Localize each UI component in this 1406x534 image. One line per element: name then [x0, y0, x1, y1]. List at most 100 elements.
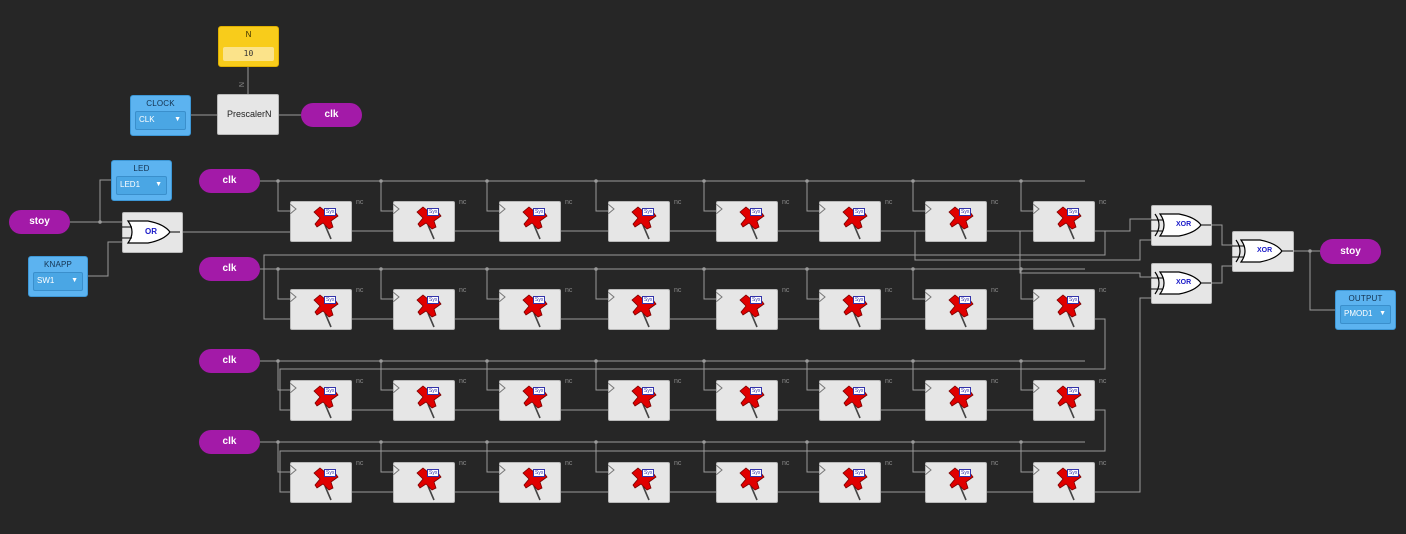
syx-flipflop-module[interactable]: Syx [925, 380, 987, 421]
clock-branch-wire [380, 269, 393, 300]
syx-flipflop-module[interactable]: Syx [1033, 380, 1095, 421]
syx-flipflop-module[interactable]: Syx [716, 201, 778, 242]
wire-junction [379, 267, 383, 271]
stoy-input-label[interactable]: stoy [9, 210, 70, 234]
syx-flipflop-module[interactable]: Syx [290, 201, 352, 242]
syx-flipflop-module[interactable]: Syx [925, 201, 987, 242]
syx-flipflop-module[interactable]: Syx [499, 462, 561, 503]
syx-flipflop-module[interactable]: Syx [393, 380, 455, 421]
constant-n-block[interactable]: N 10 [218, 26, 279, 67]
syx-flipflop-module[interactable]: Syx [1033, 201, 1095, 242]
syx-flipflop-module[interactable]: Syx [1033, 462, 1095, 503]
syx-flipflop-module[interactable]: Syx [819, 201, 881, 242]
syx-badge: Syx [750, 469, 763, 477]
clk-input-label-row1[interactable]: clk [199, 169, 260, 193]
clk-output-label[interactable]: clk [301, 103, 362, 127]
clock-input-marker-icon [925, 383, 932, 393]
clock-pin-select[interactable]: CLK▼ [135, 111, 186, 130]
not-connected-label: nc [459, 378, 467, 385]
or-gate[interactable]: OR [122, 212, 183, 253]
prescaler-block[interactable]: PrescalerN [217, 94, 279, 135]
clock-input-marker-icon [608, 292, 615, 302]
syx-flipflop-module[interactable]: Syx [393, 462, 455, 503]
syx-flipflop-module[interactable]: Syx [499, 380, 561, 421]
not-connected-label: nc [885, 199, 893, 206]
syx-flipflop-module[interactable]: Syx [716, 289, 778, 330]
wire-junction [911, 440, 915, 444]
syx-flipflop-module[interactable]: Syx [925, 462, 987, 503]
syx-badge: Syx [959, 208, 972, 216]
clk-input-label-row4[interactable]: clk [199, 430, 260, 454]
syx-badge: Syx [750, 387, 763, 395]
wire-junction [594, 267, 598, 271]
xor-gate-1[interactable]: XOR [1151, 205, 1212, 246]
clock-input-marker-icon [1033, 465, 1040, 475]
syx-flipflop-module[interactable]: Syx [393, 289, 455, 330]
knapp-input-block[interactable]: KNAPP SW1▼ [28, 256, 88, 297]
not-connected-label: nc [782, 378, 790, 385]
stoy-output-label[interactable]: stoy [1320, 239, 1381, 264]
syx-flipflop-module[interactable]: Syx [925, 289, 987, 330]
row3-to-row4-wire [279, 409, 1106, 493]
clock-input-marker-icon [925, 292, 932, 302]
clock-branch-wire [595, 181, 608, 212]
not-connected-label: nc [356, 199, 364, 206]
clock-input-marker-icon [716, 383, 723, 393]
wire-junction [379, 440, 383, 444]
xor-gate-3[interactable]: XOR [1232, 231, 1294, 272]
constant-value[interactable]: 10 [223, 47, 274, 61]
clock-input-marker-icon [393, 292, 400, 302]
xor-gate-icon [1232, 239, 1293, 263]
syx-flipflop-module[interactable]: Syx [393, 201, 455, 242]
led-pin-select[interactable]: LED1▼ [116, 176, 167, 195]
syx-flipflop-module[interactable]: Syx [290, 380, 352, 421]
not-connected-label: nc [459, 460, 467, 467]
or-gate-icon [122, 220, 180, 244]
led-pin-value: LED1 [120, 180, 141, 189]
wire-junction [702, 267, 706, 271]
clock-input-marker-icon [393, 383, 400, 393]
wire-junction [276, 359, 280, 363]
output-pin-value: PMOD1 [1344, 309, 1373, 318]
syx-flipflop-module[interactable]: Syx [608, 380, 670, 421]
syx-badge: Syx [853, 387, 866, 395]
led-output-block[interactable]: LED LED1▼ [111, 160, 172, 201]
syx-badge: Syx [750, 208, 763, 216]
syx-flipflop-module[interactable]: Syx [819, 289, 881, 330]
clock-input-block[interactable]: CLOCK CLK▼ [130, 95, 191, 136]
output-pin-select[interactable]: PMOD1▼ [1340, 305, 1391, 324]
syx-flipflop-module[interactable]: Syx [290, 462, 352, 503]
syx-badge: Syx [1067, 296, 1080, 304]
syx-flipflop-module[interactable]: Syx [716, 462, 778, 503]
syx-flipflop-module[interactable]: Syx [608, 289, 670, 330]
output-title: OUTPUT [1348, 294, 1383, 303]
output-block[interactable]: OUTPUT PMOD1▼ [1335, 290, 1396, 330]
not-connected-label: nc [782, 460, 790, 467]
knapp-pin-select[interactable]: SW1▼ [33, 272, 83, 291]
syx-flipflop-module[interactable]: Syx [499, 201, 561, 242]
clock-branch-wire [1020, 269, 1033, 300]
clk-input-label-row2[interactable]: clk [199, 257, 260, 281]
wire-junction [805, 267, 809, 271]
xor-gate-1-label: XOR [1176, 221, 1192, 228]
clock-input-marker-icon [290, 292, 297, 302]
syx-badge: Syx [642, 387, 655, 395]
syx-flipflop-module[interactable]: Syx [1033, 289, 1095, 330]
xor-gate-2[interactable]: XOR [1151, 263, 1212, 304]
not-connected-label: nc [356, 460, 364, 467]
syx-flipflop-module[interactable]: Syx [608, 201, 670, 242]
stoy-to-led-wire [99, 179, 111, 222]
syx-flipflop-module[interactable]: Syx [608, 462, 670, 503]
clock-input-marker-icon [608, 204, 615, 214]
wire-junction [485, 267, 489, 271]
clock-branch-wire [912, 361, 925, 391]
syx-flipflop-module[interactable]: Syx [819, 380, 881, 421]
syx-flipflop-module[interactable]: Syx [290, 289, 352, 330]
not-connected-label: nc [565, 378, 573, 385]
wire-junction [276, 267, 280, 271]
xor2-to-xor3-wire [1212, 265, 1232, 284]
clk-input-label-row3[interactable]: clk [199, 349, 260, 373]
syx-flipflop-module[interactable]: Syx [819, 462, 881, 503]
syx-flipflop-module[interactable]: Syx [716, 380, 778, 421]
syx-flipflop-module[interactable]: Syx [499, 289, 561, 330]
